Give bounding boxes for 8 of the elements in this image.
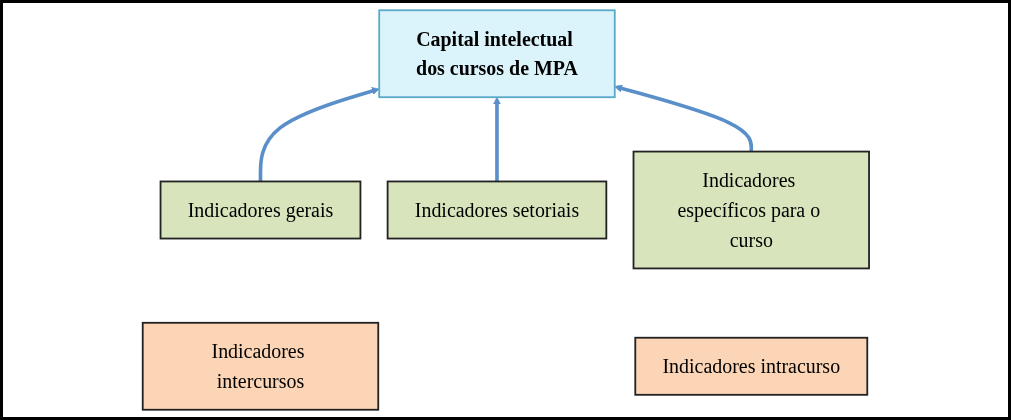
arrow bbox=[614, 84, 753, 152]
node-box: Indicadores específicos para o curso bbox=[632, 150, 870, 270]
arrow bbox=[492, 96, 501, 182]
node-box: Indicadores setoriais bbox=[386, 180, 607, 240]
node-box: Indicadores gerais bbox=[159, 180, 361, 240]
node-box: Capital intelectual dos cursos de MPA bbox=[377, 9, 616, 99]
node-box: Indicadores intracurso bbox=[634, 336, 868, 396]
node-box: Indicadores intercursos bbox=[141, 321, 379, 411]
